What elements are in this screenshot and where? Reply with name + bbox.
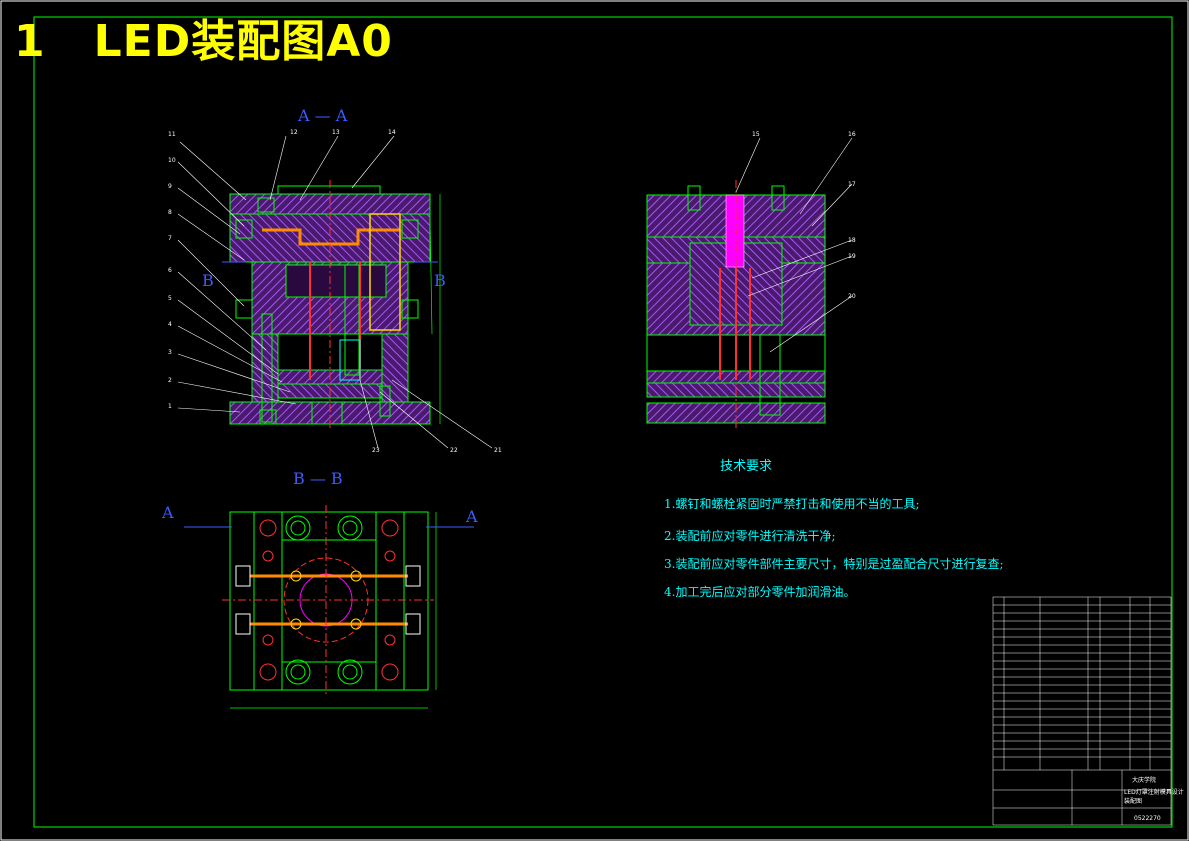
balloon-6: 6 <box>168 267 172 274</box>
top-plan-view <box>184 505 474 709</box>
balloon-21: 21 <box>494 447 502 454</box>
cut-marker-b-right: B <box>434 271 446 290</box>
balloon-23: 23 <box>372 447 380 454</box>
drawing-number: 1 <box>14 16 46 67</box>
cut-marker-a-left: A <box>161 503 174 522</box>
balloon-4: 4 <box>168 321 172 328</box>
balloon-16: 16 <box>848 131 856 138</box>
balloon-12: 12 <box>290 129 298 136</box>
balloon-13: 13 <box>332 129 340 136</box>
drawing-title: 1 LED装配图A0 <box>14 14 393 70</box>
balloon-20: 20 <box>848 293 856 300</box>
balloon-3: 3 <box>168 349 172 356</box>
balloon-18: 18 <box>848 237 856 244</box>
balloon-17: 17 <box>848 181 856 188</box>
requirement-item: 1.螺钉和螺栓紧固时严禁打击和使用不当的工具; <box>664 497 920 511</box>
balloon-22: 22 <box>450 447 458 454</box>
title-block-drawing-name: LED灯罩注射模具设计 <box>1124 788 1184 796</box>
cut-marker-b-left: B <box>202 271 214 290</box>
cut-marker-a-right: A <box>465 507 478 526</box>
section-label-b-b: B — B <box>293 469 343 488</box>
balloon-1: 1 <box>168 403 172 410</box>
drawing-border <box>33 16 1173 828</box>
balloon-8: 8 <box>168 209 172 216</box>
balloon-2: 2 <box>168 377 172 384</box>
balloon-7: 7 <box>168 235 172 242</box>
section-label-a-a: A — A <box>297 106 348 125</box>
balloon-15: 15 <box>752 131 760 138</box>
front-section-view <box>177 135 493 449</box>
balloon-10: 10 <box>168 157 176 164</box>
requirement-item: 2.装配前应对零件进行清洗干净; <box>664 529 836 543</box>
balloon-11: 11 <box>168 131 176 138</box>
requirement-item: 3.装配前应对零件部件主要尺寸，特别是过盈配合尺寸进行复查; <box>664 557 1004 571</box>
requirement-item: 4.加工完后应对部分零件加润滑油。 <box>664 585 856 599</box>
balloon-5: 5 <box>168 295 172 302</box>
title-block-code: 0522270 <box>1134 815 1161 822</box>
technical-requirements-heading: 技术要求 <box>720 459 773 474</box>
title-block-school: 大庆学院 <box>1132 776 1156 784</box>
parts-list <box>992 596 1172 826</box>
balloon-14: 14 <box>388 129 396 136</box>
balloon-19: 19 <box>848 253 856 260</box>
side-section-view <box>646 137 853 430</box>
drawing-title-text: LED装配图A0 <box>93 16 393 67</box>
balloon-9: 9 <box>168 183 172 190</box>
title-block-drawing-sub: 装配图 <box>1124 797 1142 805</box>
